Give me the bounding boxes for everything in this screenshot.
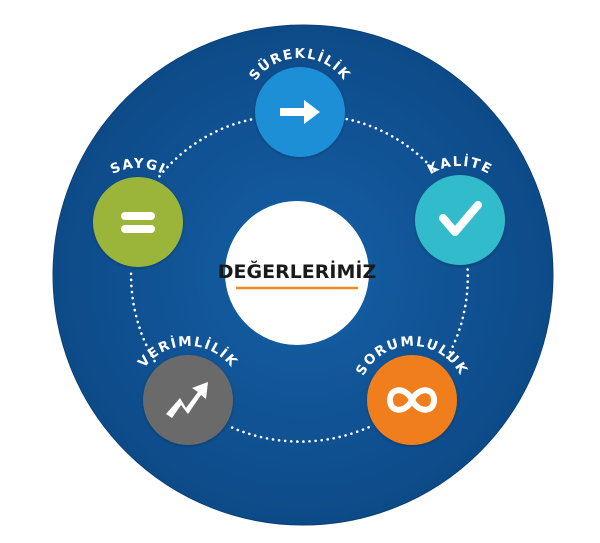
value-circle-verimlilik bbox=[143, 355, 233, 445]
center-title: DEĞERLERİMİZ bbox=[218, 259, 377, 283]
connector-sorumluluk-verimlilik bbox=[230, 426, 370, 443]
value-circle-saygi bbox=[93, 177, 183, 267]
check-icon bbox=[439, 201, 482, 236]
trend-up-icon bbox=[166, 382, 208, 418]
connector-saygi-sureklilik bbox=[158, 117, 255, 178]
value-label-saygi: SAYGI bbox=[108, 156, 168, 178]
value-node-saygi: SAYGI bbox=[93, 156, 183, 267]
connector-kalite-sorumluluk bbox=[444, 268, 470, 363]
connector-sureklilik-kalite bbox=[345, 117, 440, 177]
arrow-right-icon bbox=[280, 100, 320, 124]
equals-icon bbox=[121, 212, 155, 233]
center-hub: DEĞERLERİMİZ bbox=[218, 201, 377, 345]
value-node-kalite: KALİTE bbox=[415, 153, 505, 265]
center-circle bbox=[225, 201, 369, 345]
infinity-icon bbox=[386, 387, 438, 413]
dotted-connectors bbox=[129, 117, 470, 443]
